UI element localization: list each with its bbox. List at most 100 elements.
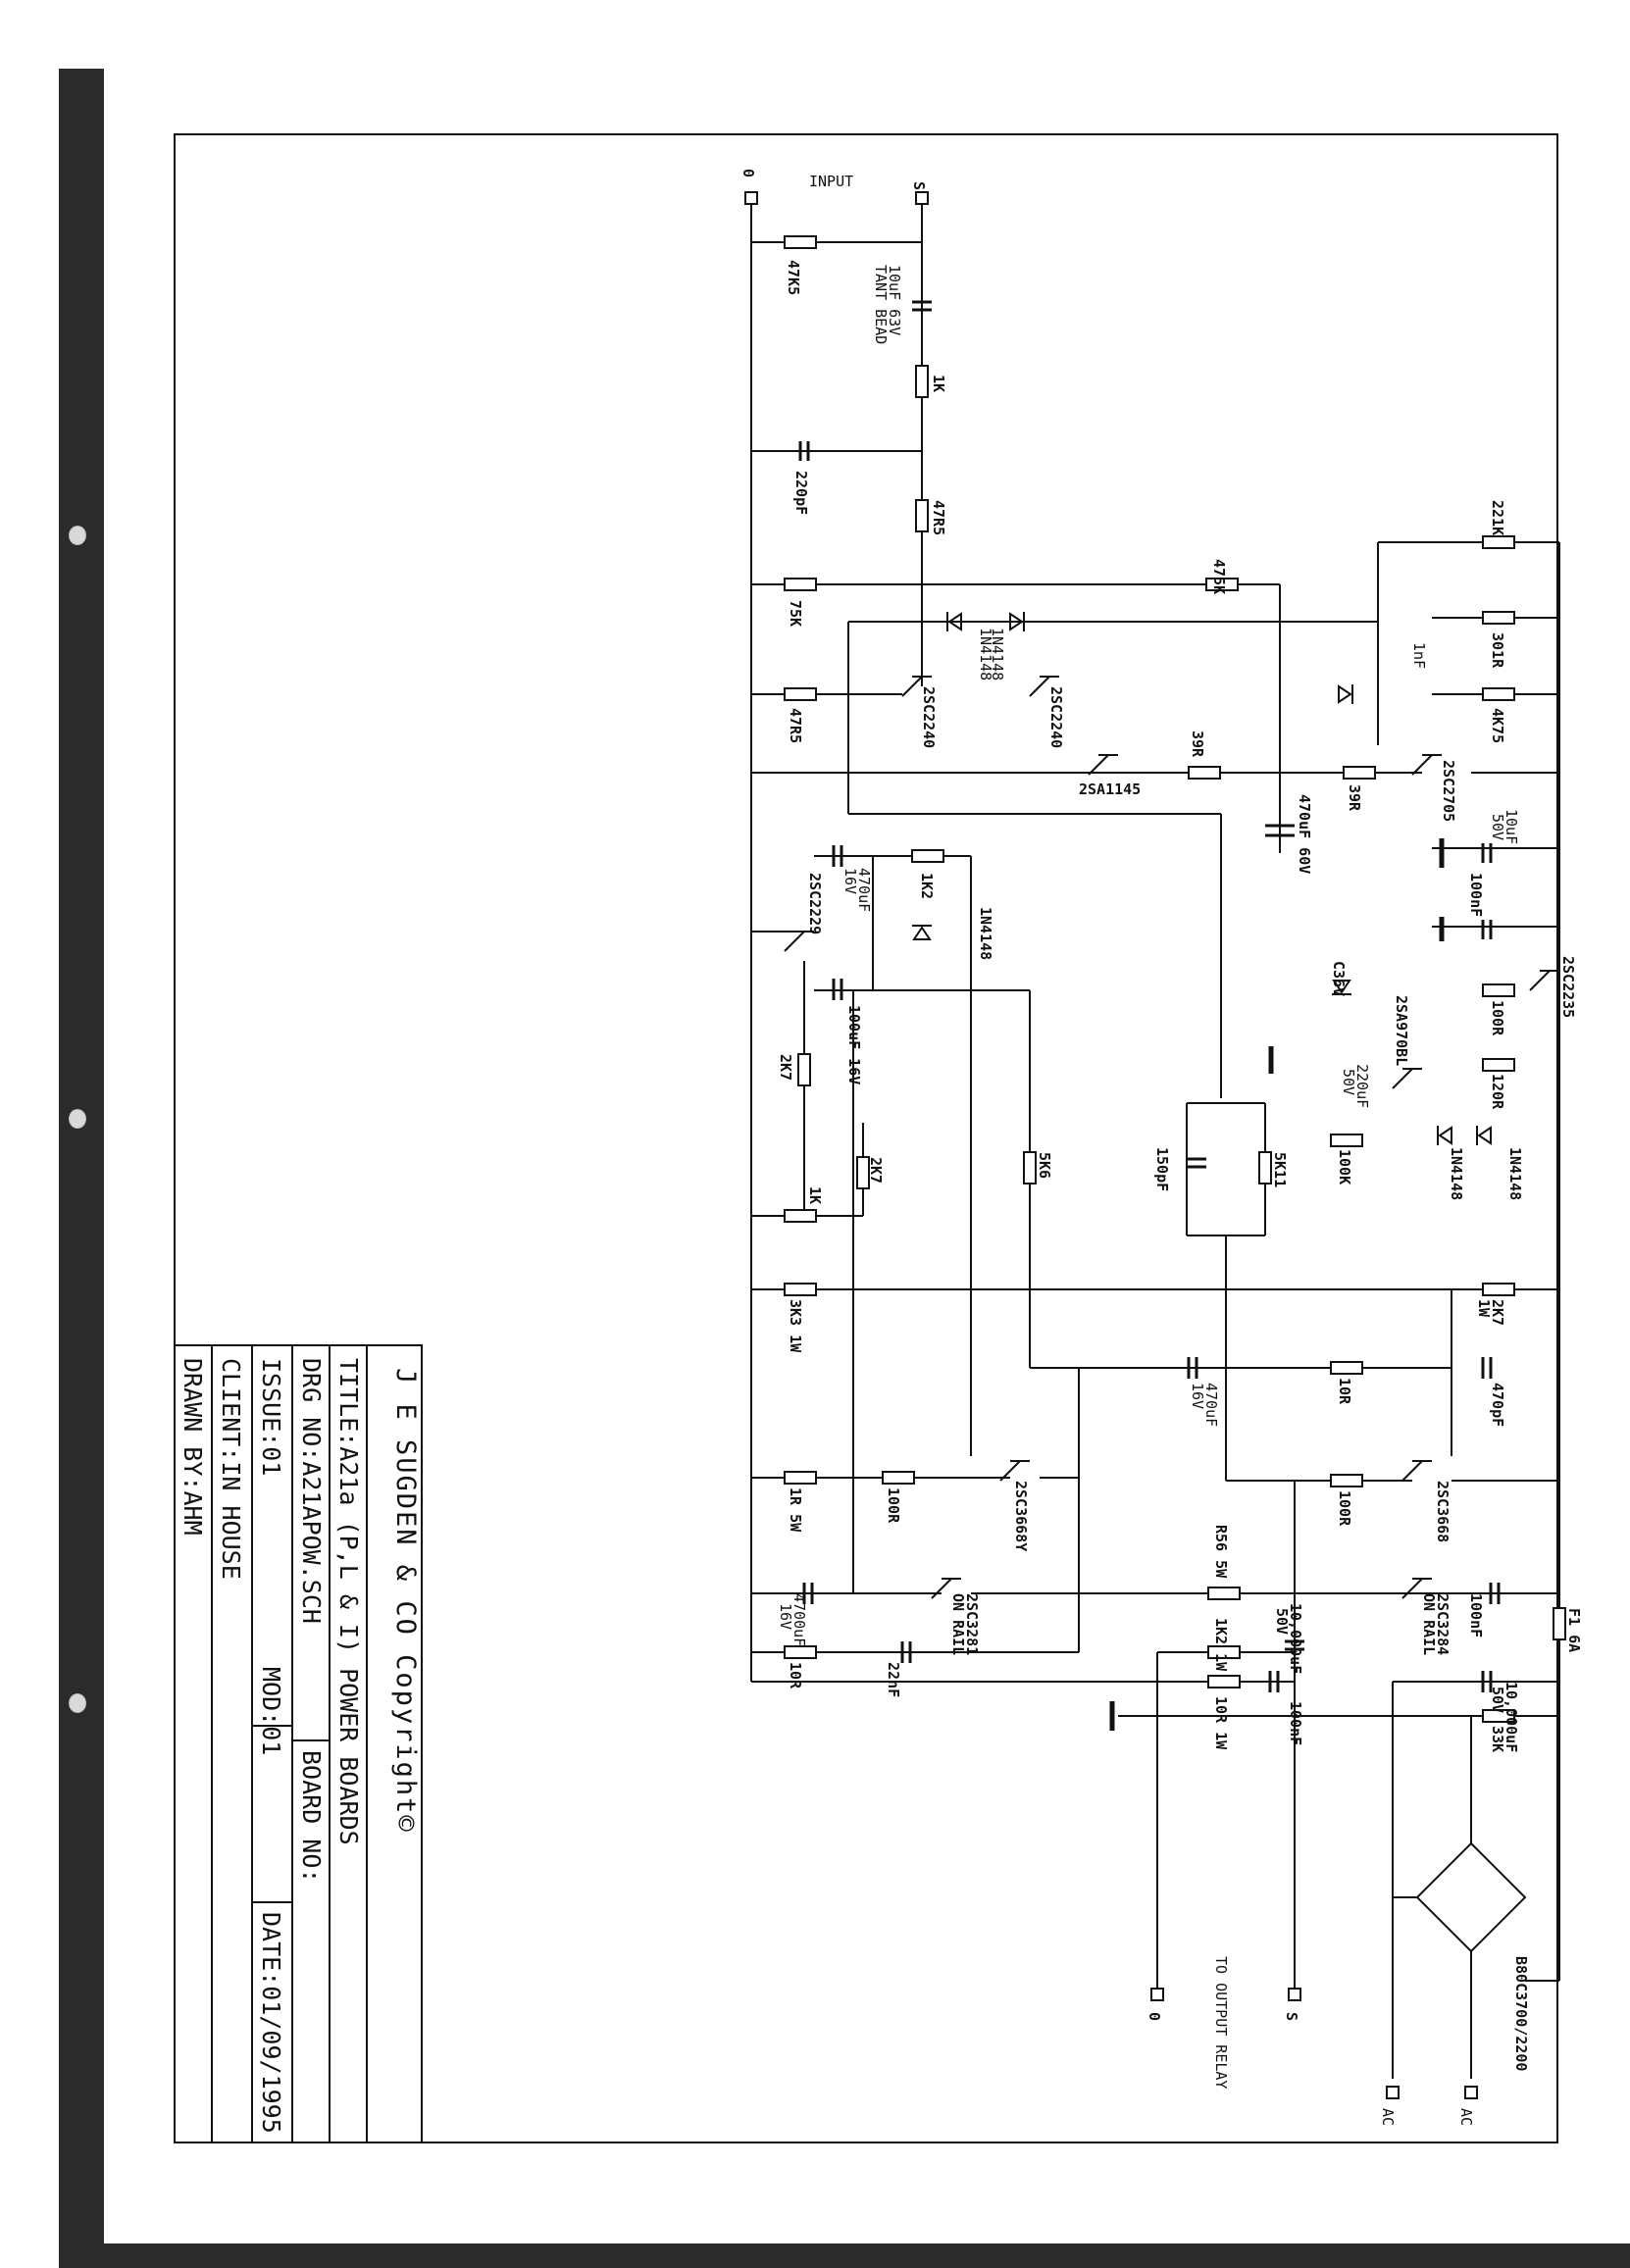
label-c-10uf-50v-b: 50V bbox=[1489, 814, 1506, 840]
label-r-10r-a: 10R bbox=[1336, 1378, 1353, 1405]
client-name: CLIENT:IN HOUSE bbox=[217, 1358, 245, 1580]
label-r-75k: 75K bbox=[787, 600, 804, 627]
label-r-100r-a: 100R bbox=[1489, 1000, 1506, 1036]
label-c-220uf-b: 50V bbox=[1340, 1069, 1357, 1095]
label-c-10uf-b: TANT BEAD bbox=[872, 265, 890, 344]
transistor-symbols bbox=[784, 676, 1559, 1599]
label-c-220pf: 220pF bbox=[792, 471, 810, 515]
label-c-470uf-16v-a-b: 16V bbox=[841, 868, 859, 894]
label-c-470uf-60v: 470uF 60V bbox=[1296, 794, 1313, 874]
label-q-2sc3668y: 2SC3668Y bbox=[1012, 1481, 1030, 1551]
label-r-3k3: 3K3 1W bbox=[787, 1299, 804, 1353]
punch-hole bbox=[69, 1693, 86, 1713]
label-r-100r-c: 100R bbox=[1336, 1490, 1353, 1527]
ac-label-2: AC bbox=[1457, 2108, 1475, 2126]
label-r-2k7-1w: 2K7 bbox=[1489, 1299, 1506, 1326]
label-r-2k7-b: 2K7 bbox=[867, 1157, 885, 1184]
label-r-33k: 33K bbox=[1489, 1726, 1506, 1752]
input-0-label: 0 bbox=[739, 169, 757, 177]
label-r-47r5b: 47R5 bbox=[787, 708, 804, 743]
label-q-2sc3281-b-b: ON RAIL bbox=[1420, 1593, 1438, 1655]
drawing-title: TITLE:A21a (P,L & I) POWER BOARDS bbox=[334, 1358, 363, 1845]
label-r-221k: 221K bbox=[1489, 500, 1506, 535]
label-r-100r-b: 100R bbox=[885, 1487, 902, 1524]
capacitor-plates bbox=[798, 300, 1501, 1692]
label-r-47r5: 47R5 bbox=[930, 500, 947, 535]
label-r-1k2: 1K2 bbox=[918, 873, 936, 899]
label-d-1n4148-c: 1N4148 bbox=[977, 907, 994, 960]
label-c-220uf: 220uF bbox=[1353, 1064, 1371, 1108]
output-0-label: 0 bbox=[1146, 2012, 1163, 2021]
label-c-4700uf-b: 16V bbox=[777, 1603, 794, 1630]
label-c-1nf: 1nF bbox=[1410, 642, 1428, 669]
label-c-100nf-b: 100nF bbox=[1467, 1593, 1485, 1638]
ground-symbols bbox=[1109, 838, 1445, 1731]
label-r-2k7-a: 2K7 bbox=[777, 1054, 794, 1081]
label-r-5k11: 5K11 bbox=[1271, 1152, 1289, 1187]
label-q-2sc2235: 2SC2235 bbox=[1559, 956, 1577, 1018]
label-r-1r-5w: 1R 5W bbox=[787, 1487, 804, 1533]
label-r-120r: 120R bbox=[1489, 1074, 1506, 1110]
label-c-10uf-50v: 10uF bbox=[1503, 809, 1520, 844]
label-q-2sc3281-b: 2SC3284 bbox=[1434, 1593, 1452, 1655]
issue-number: ISSUE:01 bbox=[257, 1358, 285, 1476]
label-c-10uf: 10uF 63V bbox=[886, 265, 903, 335]
label-r-1k: 1K bbox=[930, 375, 947, 392]
input-label: INPUT bbox=[809, 173, 853, 190]
label-c-4700uf: 4700uF bbox=[790, 1593, 808, 1646]
label-r-10r-1w: 10R 1W bbox=[1212, 1696, 1230, 1750]
label-c-100nf-c: 100nF bbox=[1287, 1701, 1304, 1745]
diode-symbols bbox=[912, 612, 1492, 1145]
label-r-39r-a: 39R bbox=[1189, 731, 1206, 758]
label-c-10000uf-a-b: 50V bbox=[1273, 1608, 1291, 1635]
terminal-boxes bbox=[744, 191, 1478, 2099]
label-d-1n4148-b: 1N4148 bbox=[977, 628, 994, 680]
label-q-2sc3281-a: 2SC3281 bbox=[963, 1593, 981, 1655]
label-c-470uf-16v-b-b: 16V bbox=[1189, 1383, 1206, 1409]
ac-label-1: AC bbox=[1379, 2108, 1397, 2126]
company-title: J E SUGDEN & CO Copyright© bbox=[390, 1368, 421, 1834]
label-r-475k: 475K bbox=[1210, 559, 1228, 594]
label-c-470uf-16v-a: 470uF bbox=[855, 868, 873, 912]
label-r-10r-b: 10R bbox=[787, 1662, 804, 1689]
label-c-470pf: 470pF bbox=[1489, 1383, 1506, 1427]
scan-edge-left bbox=[59, 69, 104, 2268]
label-r-1k2-1w: 1K2 1W bbox=[1212, 1618, 1230, 1672]
label-r-100k: 100K bbox=[1336, 1149, 1353, 1184]
label-q-2sc2705: 2SC2705 bbox=[1440, 760, 1457, 822]
label-d-1n4148-e: 1N4148 bbox=[1506, 1147, 1524, 1200]
input-s-label: S bbox=[910, 181, 928, 190]
label-q-2sc3281-a-b: ON RAIL bbox=[949, 1593, 967, 1655]
label-bridge: B80C3700/2200 bbox=[1512, 1956, 1530, 2071]
label-r-301r: 301R bbox=[1489, 632, 1506, 669]
output-relay-label: TO OUTPUT RELAY bbox=[1212, 1956, 1230, 2089]
label-q-2sc2240-b: 2SC2240 bbox=[1047, 686, 1065, 748]
label-pot-1k: 1K bbox=[806, 1186, 824, 1204]
punch-hole bbox=[69, 1109, 86, 1129]
label-d-1n4148-a: 1N4148 bbox=[989, 628, 1006, 680]
resistor-bodies bbox=[784, 235, 1566, 1723]
label-r-47k5: 47K5 bbox=[785, 260, 802, 295]
title-block-text: J E SUGDEN & CO Copyright© TITLE:A21a (P… bbox=[178, 1358, 421, 2134]
output-s-label: S bbox=[1283, 2012, 1300, 2021]
label-r-r56: R56 5W bbox=[1212, 1525, 1230, 1579]
terminal-labels: INPUT 0 S 0 S TO OUTPUT RELAY AC AC bbox=[739, 169, 1475, 2126]
label-c-100nf-a: 100nF bbox=[1467, 873, 1485, 917]
label-fuse: F1 6A bbox=[1565, 1608, 1583, 1652]
label-q-2sc2240-a: 2SC2240 bbox=[920, 686, 938, 748]
scan-edge-bottom bbox=[59, 2243, 1630, 2268]
label-c-10000uf-a: 10,000uF bbox=[1287, 1603, 1304, 1674]
label-r-39r-b: 39R bbox=[1346, 784, 1363, 812]
title-block bbox=[174, 1344, 423, 2143]
drawing-date: DATE:01/09/1995 bbox=[257, 1912, 285, 2134]
label-q-2sc3668: 2SC3668 bbox=[1434, 1481, 1452, 1542]
label-r-2k7-1w-b: 1W bbox=[1475, 1299, 1493, 1318]
label-q-2sc2229: 2SC2229 bbox=[806, 873, 824, 934]
label-d-1n4148-d: 1N4148 bbox=[1448, 1147, 1465, 1200]
component-labels: 47K5 10uF 63V TANT BEAD 1K 220pF 47R5 75… bbox=[777, 260, 1583, 2071]
board-number: BOARD NO: bbox=[297, 1750, 326, 1883]
label-r-4k75: 4K75 bbox=[1489, 708, 1506, 743]
drawn-by: DRAWN BY:AHM bbox=[178, 1358, 207, 1536]
